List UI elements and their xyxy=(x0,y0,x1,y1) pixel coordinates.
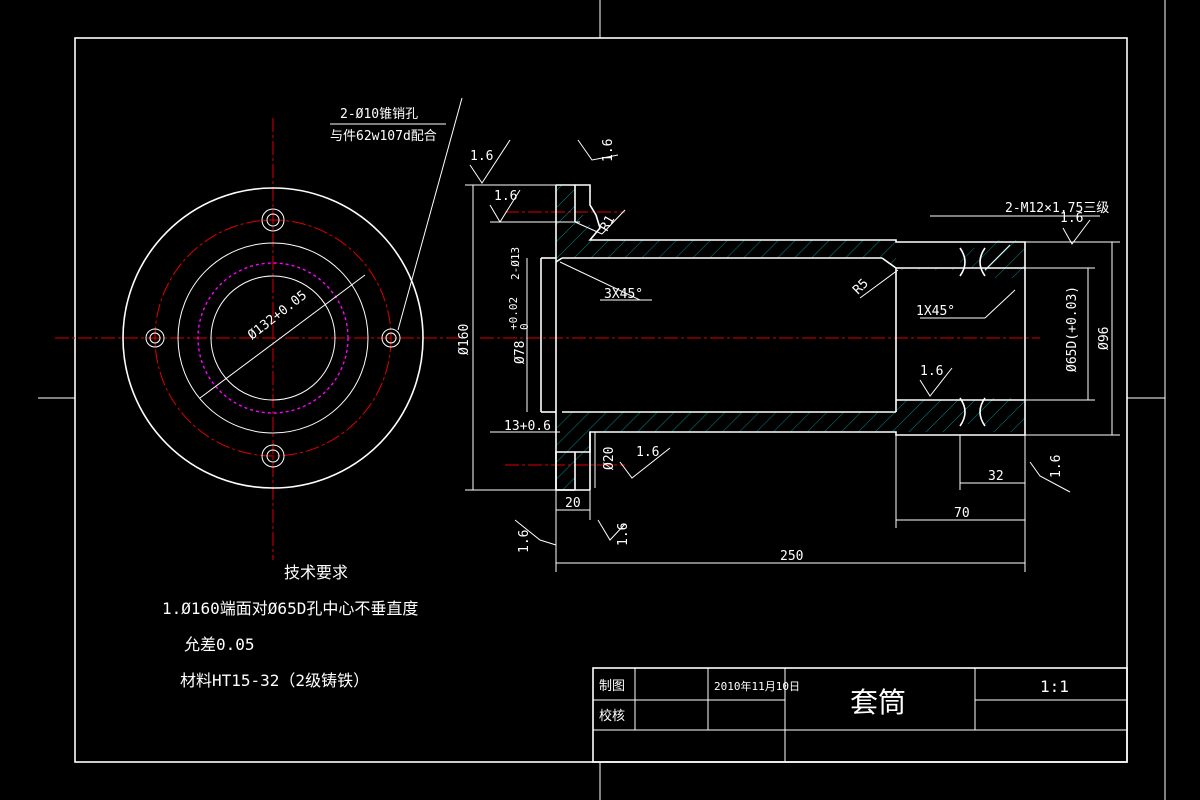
thread-label: 2-M12×1.75三级 xyxy=(1005,201,1109,216)
roughness-label-4: 1.6 xyxy=(1060,211,1083,226)
drawn-date: 2010年11月10日 xyxy=(714,679,800,693)
pin-hole-right xyxy=(381,328,401,348)
section-labels: 1.6 1.6 1.6 1.6 1.6 1.6 1.6 1.6 1.6 2-M1… xyxy=(457,139,1112,564)
roughness-label-7: 1.6 xyxy=(1049,455,1064,478)
part-name: 套筒 xyxy=(850,686,906,719)
len20-label: 20 xyxy=(565,496,581,511)
depth13-label: 13+0.6 xyxy=(504,419,551,434)
chamfer3-label: 3X45° xyxy=(604,287,643,302)
requirement-line-3: 材料HT15-32（2级铸铁） xyxy=(180,671,369,690)
radius1-label: R1 xyxy=(597,213,618,234)
end-view: Ø132+0.05 2-Ø10锥销孔 与件62w107d配合 xyxy=(55,97,465,560)
section-view xyxy=(465,139,1120,572)
dia65-label: Ø65D(+0.03) xyxy=(1065,286,1080,372)
len32-label: 32 xyxy=(988,469,1004,484)
requirement-line-2: 允差0.05 xyxy=(184,635,255,654)
requirement-line-1: 1.Ø160端面对Ø65D孔中心不垂直度 xyxy=(162,599,418,618)
upper-wall-hatch xyxy=(556,185,1025,278)
drawn-by-label: 制图 xyxy=(599,679,625,694)
pin-hole-title: 2-Ø10锥销孔 xyxy=(340,107,418,122)
title-block: 制图 2010年11月10日 校核 套筒 1:1 xyxy=(592,667,1128,763)
roughness-label-2: 1.6 xyxy=(494,189,517,204)
radius5-label: R5 xyxy=(850,276,872,298)
dimension-lines xyxy=(465,184,1120,572)
len250-label: 250 xyxy=(780,549,803,564)
dia96-label: Ø96 xyxy=(1097,327,1112,350)
roughness-label-5: 1.6 xyxy=(920,364,943,379)
dia78-tol-upper: +0.02 xyxy=(507,297,520,330)
roughness-label-9: 1.6 xyxy=(616,523,631,546)
requirements-title: 技术要求 xyxy=(284,563,348,582)
roughness-label-3: 1.6 xyxy=(601,139,616,162)
technical-requirements: 技术要求 1.Ø160端面对Ø65D孔中心不垂直度 允差0.05 材料HT15-… xyxy=(162,563,418,690)
lower-wall-hatch xyxy=(556,398,1025,490)
dia78-tol-lower: 0 xyxy=(518,323,531,330)
dia78-label: Ø78 xyxy=(513,341,528,364)
bolt-hole-top xyxy=(261,208,285,232)
roughness-label-6: 1.6 xyxy=(636,445,659,460)
checked-by-label: 校核 xyxy=(599,708,625,724)
pin-hole-left xyxy=(145,328,165,348)
scale-value: 1:1 xyxy=(1040,677,1069,696)
dia160-label: Ø160 xyxy=(457,324,472,355)
dia20-label: Ø20 xyxy=(602,447,617,470)
roughness-symbols xyxy=(469,139,1091,546)
pin-hole-note: 与件62w107d配合 xyxy=(330,129,437,144)
bore-tolerance-label: Ø132+0.05 xyxy=(245,288,310,343)
len70-label: 70 xyxy=(954,506,970,521)
holes13-label: 2-Ø13 xyxy=(509,247,522,280)
bolt-hole-bottom xyxy=(261,444,285,468)
roughness-label-8: 1.6 xyxy=(517,530,532,553)
roughness-label-1: 1.6 xyxy=(470,149,493,164)
chamfer1-label: 1X45° xyxy=(916,304,955,319)
